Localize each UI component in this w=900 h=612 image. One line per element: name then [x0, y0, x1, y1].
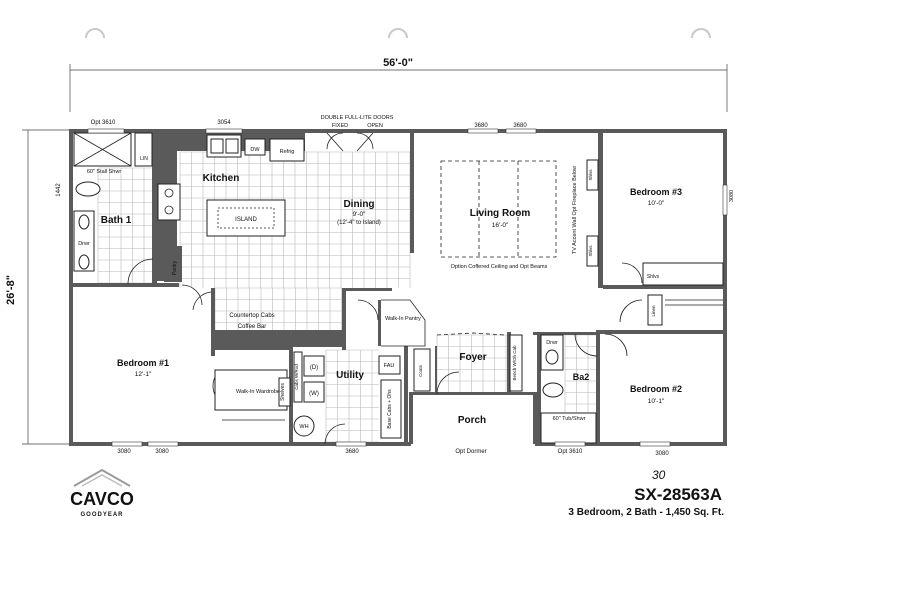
- linen-hall: Linen: [574, 294, 723, 357]
- svg-text:Coffee Bar: Coffee Bar: [238, 324, 267, 330]
- svg-text:3080: 3080: [729, 190, 735, 202]
- svg-text:Shlvs: Shlvs: [588, 245, 593, 257]
- svg-text:(W): (W): [309, 391, 319, 397]
- svg-text:Option Coffered Ceiling and Op: Option Coffered Ceiling and Opt Beams: [451, 264, 548, 270]
- svg-text:60" Tub/Shwr: 60" Tub/Shwr: [553, 416, 586, 422]
- svg-text:3080: 3080: [155, 449, 169, 455]
- svg-text:3680: 3680: [513, 123, 527, 129]
- svg-text:Walk-In Pantry: Walk-In Pantry: [385, 316, 421, 322]
- svg-text:Walk-In Wardrobe: Walk-In Wardrobe: [236, 389, 280, 395]
- label-bedroom-3: Bedroom #3: [630, 187, 682, 197]
- svg-text:3054: 3054: [217, 120, 231, 126]
- bedroom1-closet: Shelves: [192, 291, 291, 421]
- svg-text:FIXED: FIXED: [332, 123, 348, 129]
- svg-text:3680: 3680: [474, 123, 488, 129]
- tile-floor-utility: [325, 349, 379, 443]
- svg-text:Drwr: Drwr: [78, 241, 90, 247]
- svg-text:3080: 3080: [117, 449, 131, 455]
- kitchen-fixtures: DW Refrig ISLAND Pantry: [157, 134, 305, 306]
- svg-text:10'-1": 10'-1": [648, 398, 665, 405]
- svg-text:Countertop Cabs: Countertop Cabs: [229, 313, 274, 319]
- sink-icon: [78, 214, 90, 230]
- svg-text:56'-0": 56'-0": [383, 57, 413, 69]
- room-labels: Kitchen Dining 9'-0" (12'-4" to Island) …: [101, 166, 682, 426]
- svg-text:Cabs W/Rod: Cabs W/Rod: [294, 364, 299, 390]
- cavco-logo: CAVCO GOODYEAR: [70, 468, 134, 518]
- svg-text:12'-1": 12'-1": [135, 371, 152, 378]
- svg-text:Refrig: Refrig: [280, 149, 295, 155]
- svg-text:1442: 1442: [56, 183, 62, 197]
- dimension-width: 56'-0": [69, 57, 728, 112]
- svg-text:9'-0": 9'-0": [353, 211, 367, 218]
- svg-text:DOUBLE FULL-LITE DOORS: DOUBLE FULL-LITE DOORS: [321, 115, 394, 121]
- punch-holes: [85, 28, 711, 39]
- bedroom3-closets: Shlvs Shlvs Shlvs: [586, 159, 724, 286]
- model-summary: 3 Bedroom, 2 Bath - 1,450 Sq. Ft.: [568, 507, 724, 518]
- svg-text:Shelves: Shelves: [280, 383, 286, 401]
- windows: [87, 128, 728, 447]
- svg-text:OPEN: OPEN: [367, 123, 383, 129]
- svg-text:Pantry: Pantry: [172, 260, 178, 275]
- window-labels: Opt 3610 3054 3680 3680 DOUBLE FULL-LITE…: [91, 115, 735, 457]
- svg-text:TV Accent Wall Opt Fireplace B: TV Accent Wall Opt Fireplace Below: [572, 166, 578, 254]
- svg-text:WH: WH: [299, 424, 308, 430]
- svg-text:Drwr: Drwr: [546, 340, 558, 346]
- model-code: SX-28563A: [634, 485, 722, 504]
- svg-text:LIN: LIN: [140, 156, 148, 162]
- svg-text:CAVCO: CAVCO: [70, 489, 134, 509]
- foyer-fixtures: Coats Bench W/Oh Cab: [413, 332, 523, 395]
- sink-icon: [78, 254, 90, 270]
- svg-text:DW: DW: [250, 147, 260, 153]
- svg-text:Linen: Linen: [651, 305, 656, 317]
- label-porch: Porch: [458, 415, 486, 426]
- kitchen-island: [206, 199, 286, 237]
- svg-text:Opt 3610: Opt 3610: [91, 120, 116, 126]
- svg-text:Shlvs: Shlvs: [647, 274, 660, 280]
- bath1-fixtures: LIN 60" Stall Shwr Drwr: [73, 132, 154, 285]
- svg-text:Opt Dormer: Opt Dormer: [455, 449, 486, 455]
- svg-text:10'-0": 10'-0": [648, 200, 665, 207]
- svg-text:60" Stall Shwr: 60" Stall Shwr: [87, 169, 122, 175]
- svg-text:Coats: Coats: [418, 364, 423, 377]
- svg-text:GOODYEAR: GOODYEAR: [80, 512, 123, 518]
- living-beams: [440, 160, 557, 258]
- dimension-depth: 26'-8" 1442: [5, 129, 70, 445]
- toilet-icon: [542, 382, 564, 398]
- model-info: 30 SX-28563A 3 Bedroom, 2 Bath - 1,450 S…: [568, 468, 724, 518]
- toilet-icon: [75, 181, 101, 197]
- svg-text:Bench W/Oh Cab: Bench W/Oh Cab: [512, 345, 517, 381]
- ba2-fixtures: Drwr 60" Tub/Shwr: [540, 334, 597, 444]
- svg-text:Shlvs: Shlvs: [588, 169, 593, 181]
- svg-text:30: 30: [652, 468, 666, 482]
- pantry-walkin: [357, 299, 426, 347]
- label-ba2: Ba2: [573, 372, 590, 382]
- svg-text:(12'-4" to Island): (12'-4" to Island): [337, 220, 381, 226]
- sink-icon: [545, 349, 559, 365]
- svg-text:Base Cabs + Ohs: Base Cabs + Ohs: [387, 389, 393, 429]
- label-bedroom-2: Bedroom #2: [630, 384, 682, 394]
- svg-text:3680: 3680: [345, 449, 359, 455]
- label-living-room: Living Room: [470, 208, 531, 219]
- tile-floor-foyer: [436, 334, 507, 392]
- svg-text:16'-0": 16'-0": [492, 222, 509, 229]
- label-foyer: Foyer: [459, 352, 486, 363]
- svg-text:26'-8": 26'-8": [5, 275, 17, 305]
- utility-fixtures: (D) (W) Cabs W/Rod WH FAU Base Cabs + Oh…: [293, 351, 402, 445]
- dining-doors: [326, 132, 374, 152]
- svg-text:Opt 3610: Opt 3610: [558, 449, 583, 455]
- svg-text:ISLAND: ISLAND: [235, 217, 257, 223]
- svg-text:(D): (D): [310, 365, 318, 371]
- label-utility: Utility: [336, 370, 364, 381]
- svg-text:FAU: FAU: [384, 363, 395, 369]
- exterior-walls: [69, 129, 727, 446]
- label-dining: Dining: [343, 199, 374, 210]
- label-bath-1: Bath 1: [101, 215, 132, 226]
- label-kitchen: Kitchen: [203, 173, 240, 184]
- svg-text:3080: 3080: [655, 451, 669, 457]
- label-bedroom-1: Bedroom #1: [117, 358, 169, 368]
